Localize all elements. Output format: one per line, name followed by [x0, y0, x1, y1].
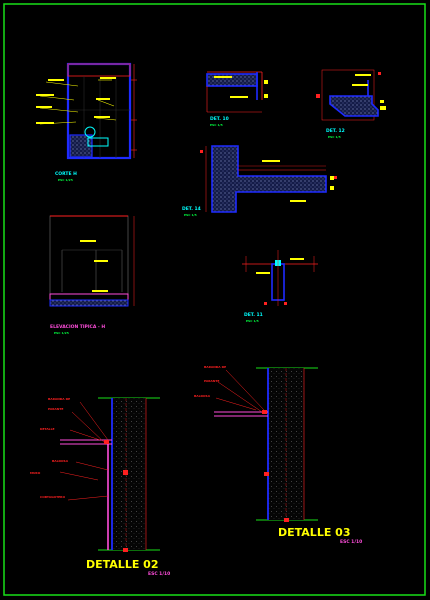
- sheet-frame: [3, 3, 426, 596]
- detalle-03-scale: ESC 1/10: [340, 539, 362, 545]
- corte-h-scale: ESC 1/25: [58, 178, 73, 182]
- det-14-scale: ESC 1/5: [184, 213, 197, 217]
- det-10-scale: ESC 1/5: [210, 123, 223, 127]
- corte-h-fixture: [84, 126, 96, 138]
- det-10-view: DET. 10 ESC 1/5: [206, 71, 268, 127]
- detalle-03-note-1: BARANDA DE: [204, 365, 226, 369]
- det-11-view: DET. 11 ESC 1/5: [242, 250, 318, 323]
- detalle-02-title: DETALLE 02: [86, 558, 158, 571]
- det-14-view: DET. 14 ESC 1/5: [182, 145, 337, 217]
- detalle-03-note-3: BALDOSA: [194, 394, 211, 398]
- detalle-02-note-5: CORTAGOTERO: [40, 495, 65, 499]
- elevacion-view: ELEVACION TIPICA - H ESC 1/25: [49, 215, 135, 335]
- det-12-view: DET. 12 ESC 1/5: [316, 69, 386, 139]
- corte-h-view: CORTE H ESC 1/25: [36, 62, 137, 182]
- det-12-scale: ESC 1/5: [328, 135, 341, 139]
- det-11-title: DET. 11: [244, 312, 263, 318]
- detalle-03-note-2: PARANTE: [204, 379, 219, 383]
- detalle-03-view: BARANDA DE PARANTE BALDOSA DETALLE 03 ES…: [194, 365, 362, 545]
- detalle-02-note-3: BALDOSA: [52, 459, 69, 463]
- det-11-scale: ESC 1/5: [246, 319, 259, 323]
- detalle-02-note-2: PARANTE: [48, 407, 63, 411]
- elevacion-title: ELEVACION TIPICA - H: [50, 324, 105, 330]
- corte-h-top-band: [67, 63, 131, 77]
- det-12-title: DET. 12: [326, 128, 345, 134]
- det-14-title: DET. 14: [182, 206, 201, 212]
- detalle-02-note-4: MURO: [30, 471, 41, 475]
- detalle-02-wall: [112, 398, 146, 550]
- detalle-02-note-6: DETALLE: [40, 427, 55, 431]
- corte-h-title: CORTE H: [55, 171, 77, 177]
- detalle-03-title: DETALLE 03: [278, 526, 350, 539]
- detalle-02-view: BARANDA DE PARANTE BALDOSA MURO CORTAGOT…: [30, 397, 170, 577]
- detalle-02-scale: ESC 1/10: [148, 571, 170, 577]
- det-10-title: DET. 10: [210, 116, 229, 122]
- detalle-02-note-1: BARANDA DE: [48, 397, 70, 401]
- elevacion-scale: ESC 1/25: [54, 331, 69, 335]
